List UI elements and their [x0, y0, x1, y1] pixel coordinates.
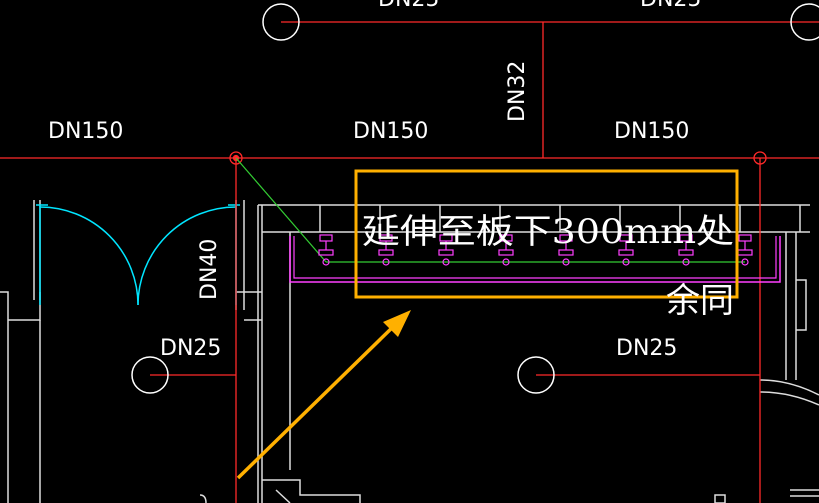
riser-circle-icon — [790, 3, 819, 41]
riser-circle-icon — [517, 356, 555, 394]
sprinkler-head-icon — [678, 234, 694, 266]
arrow-icon — [236, 310, 411, 480]
label-top-left: DN25 — [378, 0, 439, 12]
sprinkler-head-icon — [618, 234, 634, 266]
diagonal-branch-line — [235, 157, 327, 263]
label-vertical-left: DN40 — [197, 239, 222, 300]
sprinkler-head-icon — [318, 234, 334, 266]
sprinkler-head-icon — [378, 234, 394, 266]
pipe-labels: DN25 DN25 DN32 DN150 DN150 DN150 DN40 DN… — [48, 0, 701, 361]
sprinkler-heads — [318, 234, 753, 266]
label-main-center: DN150 — [353, 119, 428, 144]
label-vertical-main: DN32 — [505, 61, 530, 122]
risers — [131, 3, 819, 394]
annotation-line2: 余同 — [666, 281, 734, 321]
riser-circle-icon — [262, 3, 300, 41]
sprinkler-head-icon — [737, 234, 753, 266]
riser-circle-icon — [131, 356, 169, 394]
label-branch-right: DN25 — [616, 336, 677, 361]
annotation-line1: 延伸至板下300mm处 — [362, 212, 734, 252]
label-main-left: DN150 — [48, 119, 123, 144]
label-branch-left: DN25 — [160, 336, 221, 361]
label-top-right: DN25 — [640, 0, 701, 12]
sprinkler-head-icon — [438, 234, 454, 266]
highlight-box — [354, 169, 739, 299]
sprinkler-branch — [235, 157, 781, 283]
sprinkler-head-icon — [498, 234, 514, 266]
sprinkler-head-icon — [558, 234, 574, 266]
annotation: 延伸至板下300mm处 余同 — [354, 169, 739, 321]
label-main-right: DN150 — [614, 119, 689, 144]
pipes — [0, 21, 819, 503]
